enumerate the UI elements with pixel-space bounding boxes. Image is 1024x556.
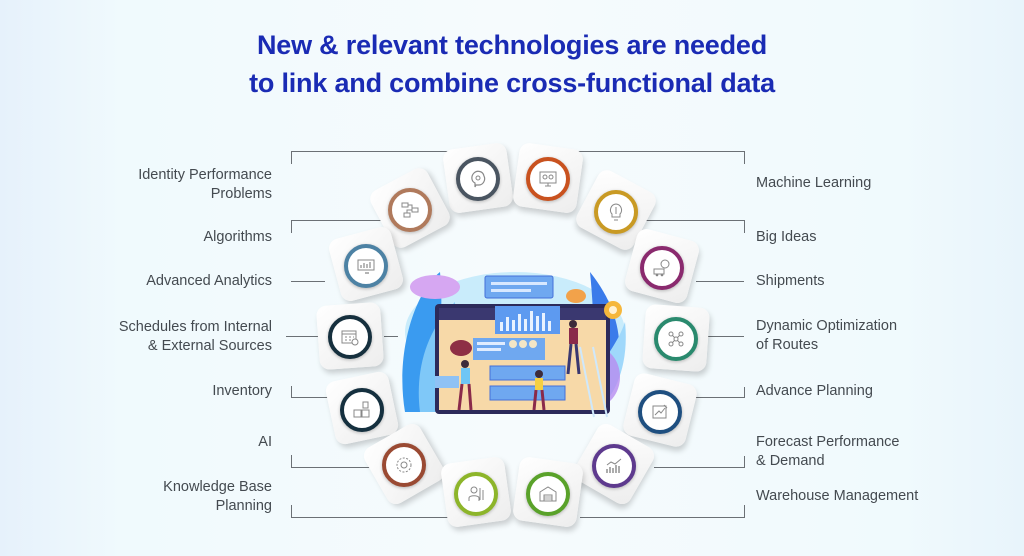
ring-algorithms xyxy=(388,188,432,232)
label-forecast-performance: Forecast Performance & Demand xyxy=(756,433,976,471)
label-line: Advanced Analytics xyxy=(146,273,272,289)
route-network-icon xyxy=(668,331,684,347)
ai-chip-brain-icon xyxy=(396,457,412,473)
connector-line xyxy=(291,281,325,282)
label-advance-planning: Advance Planning xyxy=(756,382,976,401)
ml-monitor-icon xyxy=(539,171,557,187)
analytics-monitor-icon xyxy=(357,259,375,274)
label-schedules: Schedules from Internal & External Sourc… xyxy=(72,318,272,356)
connector-line xyxy=(291,220,384,233)
ring-inventory xyxy=(340,388,384,432)
label-line: Warehouse Management xyxy=(756,488,919,504)
connector-line xyxy=(695,387,745,398)
shipment-globe-icon xyxy=(653,259,670,277)
ring-dynamic-optimization xyxy=(654,317,698,361)
warehouse-icon xyxy=(539,486,557,502)
label-line: Big Ideas xyxy=(756,229,817,245)
title-line-1: New & relevant technologies are needed xyxy=(256,30,768,60)
page-title: New & relevant technologies are needed t… xyxy=(0,26,1024,102)
knowledge-worker-icon xyxy=(468,486,484,501)
connector-line xyxy=(646,220,745,233)
connector-line xyxy=(654,456,745,468)
label-line: Inventory xyxy=(212,383,272,399)
label-identity-performance-problems: Identity Performance Problems xyxy=(72,166,272,204)
ring-schedules xyxy=(328,315,372,359)
label-line: Identity Performance xyxy=(138,167,272,183)
label-line: Problems xyxy=(210,186,272,202)
ring-identity-performance xyxy=(456,157,500,201)
brain-network-icon xyxy=(471,170,486,188)
label-machine-learning: Machine Learning xyxy=(756,174,976,193)
label-inventory: Inventory xyxy=(72,382,272,401)
team-data-dashboard-illustration xyxy=(402,272,626,418)
center-illustration xyxy=(395,262,635,427)
connector-line xyxy=(291,455,380,468)
connector-line xyxy=(286,336,320,337)
ring-ai xyxy=(382,443,426,487)
label-line: Knowledge Base xyxy=(163,479,272,495)
label-line: & External Sources xyxy=(147,338,272,354)
ring-machine-learning xyxy=(526,157,570,201)
ring-shipments xyxy=(640,246,684,290)
title-line-2: to link and combine cross-functional dat… xyxy=(249,68,775,98)
lightbulb-brain-icon xyxy=(609,203,623,221)
label-algorithms: Algorithms xyxy=(72,228,273,247)
ring-warehouse xyxy=(526,472,570,516)
label-line: AI xyxy=(258,434,272,450)
calendar-clock-icon xyxy=(341,330,359,346)
connector-line xyxy=(291,386,328,398)
planning-board-icon xyxy=(652,404,668,419)
connector-line xyxy=(291,505,452,518)
label-line: of Routes xyxy=(756,337,819,353)
label-advanced-analytics: Advanced Analytics xyxy=(72,272,272,291)
flowchart-icon xyxy=(401,202,419,218)
forecast-chart-icon xyxy=(606,458,622,473)
ring-knowledge-base xyxy=(454,472,498,516)
label-line: Forecast Performance xyxy=(756,434,900,450)
label-line: Dynamic Optimization xyxy=(756,318,898,334)
person-right xyxy=(566,320,581,375)
boxes-icon xyxy=(353,401,370,418)
label-ai: AI xyxy=(72,433,272,452)
label-dynamic-optimization: Dynamic Optimization of Routes xyxy=(756,317,976,355)
connector-line xyxy=(291,151,462,164)
ring-advanced-analytics xyxy=(344,244,388,288)
person-left xyxy=(457,360,473,411)
label-shipments: Shipments xyxy=(756,272,976,291)
connector-line xyxy=(705,336,744,337)
label-line: Planning xyxy=(215,498,272,514)
label-line: & Demand xyxy=(756,453,825,469)
label-line: Schedules from Internal xyxy=(118,319,272,335)
connector-line xyxy=(384,336,398,337)
ring-forecast xyxy=(592,444,636,488)
connector-line xyxy=(580,505,745,518)
connector-line xyxy=(696,281,744,282)
label-knowledge-base-planning: Knowledge Base Planning xyxy=(72,478,272,516)
label-big-ideas: Big Ideas xyxy=(756,228,976,247)
person-middle xyxy=(532,370,546,411)
label-line: Shipments xyxy=(756,273,825,289)
connector-line xyxy=(567,151,745,164)
label-line: Advance Planning xyxy=(756,383,873,399)
label-warehouse-management: Warehouse Management xyxy=(756,487,976,506)
label-line: Machine Learning xyxy=(756,175,872,191)
ring-big-ideas xyxy=(594,190,638,234)
ring-advance-planning xyxy=(638,390,682,434)
label-line: Algorithms xyxy=(203,229,273,245)
